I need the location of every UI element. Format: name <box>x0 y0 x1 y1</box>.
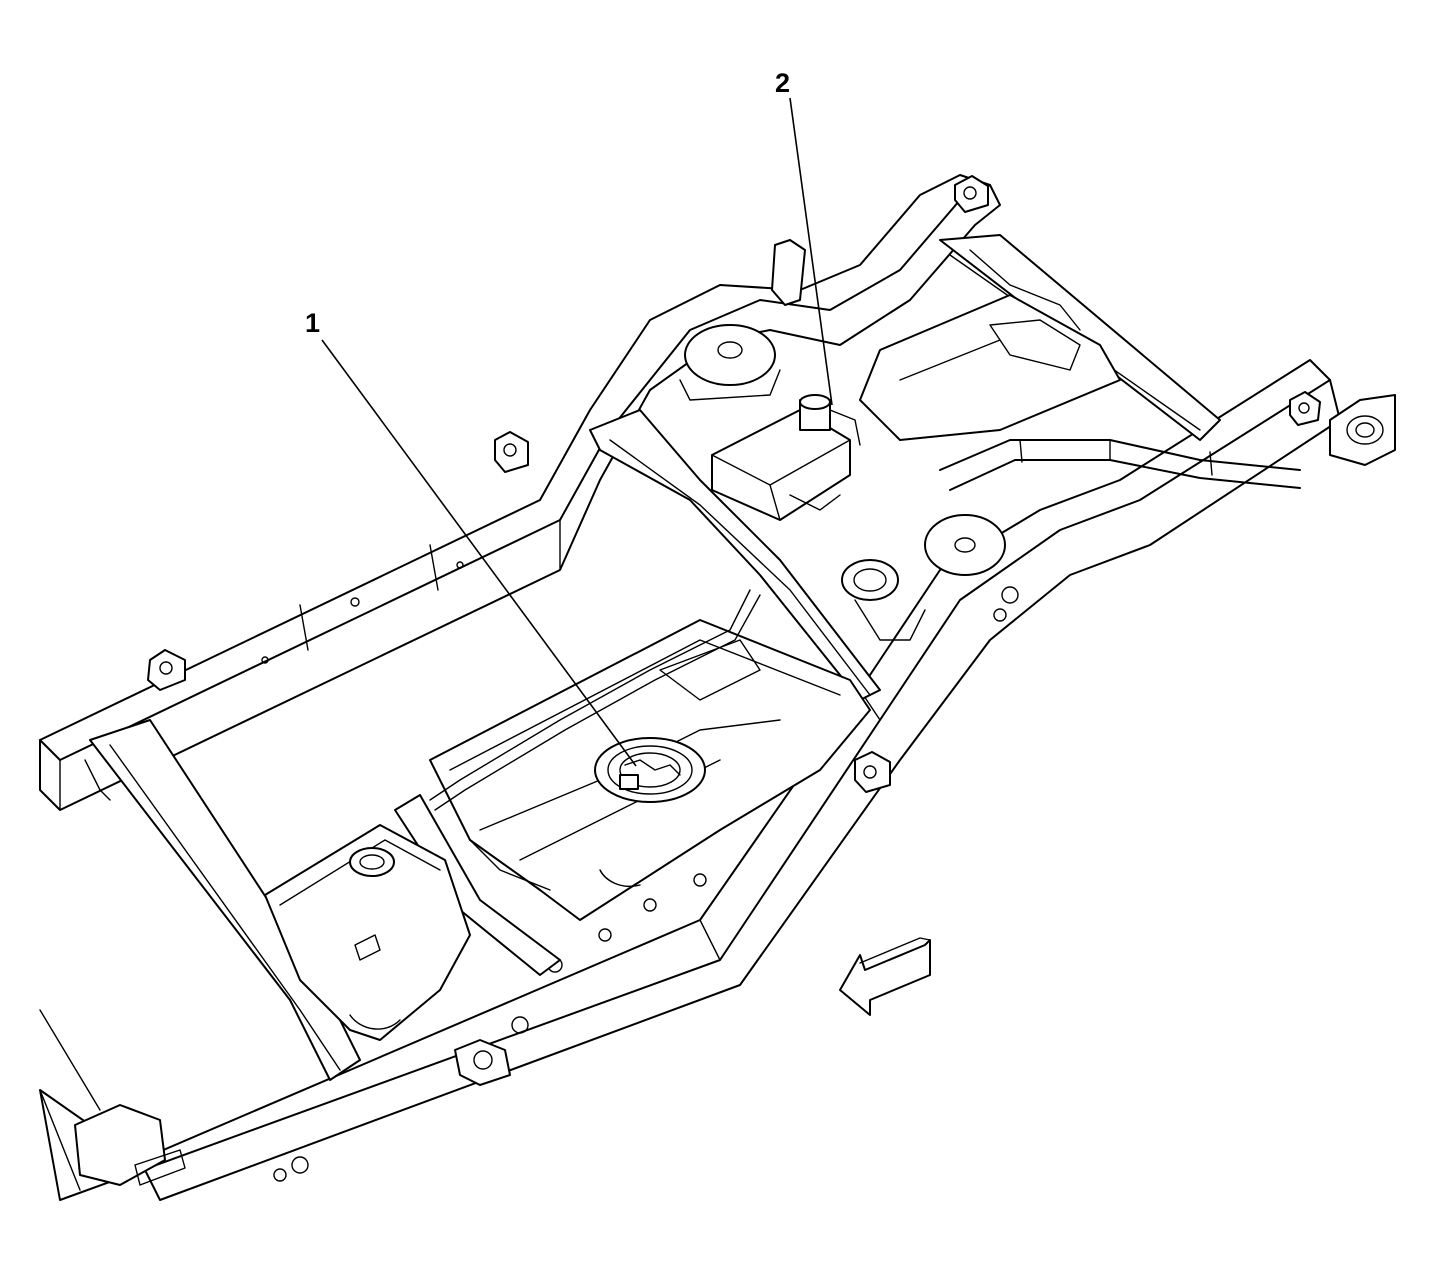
front-frame-bracket <box>39 759 186 1191</box>
spring-hanger-right <box>924 514 1006 576</box>
spring-hanger-rear <box>679 324 781 401</box>
callout-2-leader <box>789 97 833 406</box>
body-mount-tabs <box>147 175 1321 1086</box>
evap-canister <box>711 394 861 521</box>
rear-tank <box>859 294 1121 441</box>
fuel-pump-module <box>594 737 706 803</box>
callout-1-label: 1 <box>305 308 320 338</box>
frame-right-rail <box>39 359 1341 1201</box>
callout-1-leader <box>321 339 637 767</box>
crossmember-center <box>589 409 881 701</box>
fuel-filler-housing <box>1329 394 1396 466</box>
fuel-tank-front <box>264 824 471 1041</box>
spring-hanger-center <box>841 559 926 641</box>
forward-direction-arrow-icon <box>839 937 931 1016</box>
callout-1: 1 <box>305 308 637 767</box>
fuel-filler-hose <box>939 439 1301 491</box>
fuel-lines <box>429 589 761 891</box>
callout-2-label: 2 <box>775 68 790 98</box>
callout-2: 2 <box>775 68 833 406</box>
crossmember-front <box>89 719 361 1081</box>
